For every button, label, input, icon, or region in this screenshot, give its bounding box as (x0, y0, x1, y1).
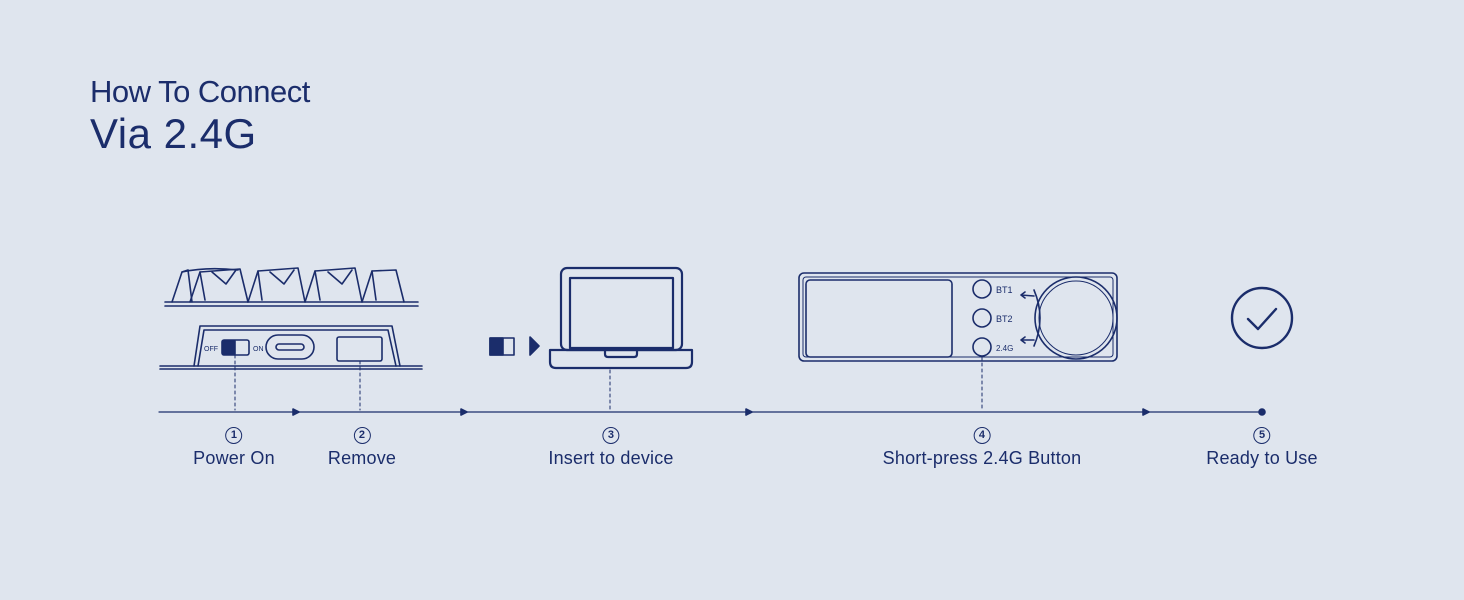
step-label: Ready to Use (1206, 448, 1318, 468)
bt2-button-label: BT2 (996, 314, 1013, 324)
step-ready-to-use: 5 Ready to Use (1206, 427, 1318, 469)
step-label: Remove (327, 448, 397, 468)
step-remove: 2 Remove (328, 427, 396, 469)
usb-dongle-icon (489, 336, 540, 356)
step-number: 2 (353, 427, 371, 444)
step-power-on: 1 Power On (193, 427, 275, 469)
step-short-press-24g: 4 Short-press 2.4G Button (883, 427, 1082, 469)
page-heading: How To Connect Via 2.4G (90, 74, 310, 158)
bt1-button-label: BT1 (996, 285, 1013, 295)
step-label: Power On (193, 448, 275, 468)
step-label: Insert to device (548, 448, 674, 468)
step-number: 5 (1253, 427, 1271, 444)
step-label: Short-press 2.4G Button (882, 448, 1082, 468)
checkmark-circle-icon (1230, 286, 1294, 350)
switch-off-label: OFF (204, 346, 218, 353)
heading-line-2: Via 2.4G (90, 110, 257, 157)
keyboard-back-panel (159, 325, 423, 370)
step-number: 4 (973, 427, 991, 444)
switch-on-label: ON (253, 346, 264, 353)
step-number: 1 (225, 427, 243, 444)
timeline (158, 408, 1266, 416)
heading-line-1: How To Connect (90, 74, 310, 109)
laptop-icon (548, 266, 694, 370)
keyboard-keycaps-icon (164, 267, 419, 307)
step-number: 3 (602, 427, 620, 444)
step-insert-to-device: 3 Insert to device (548, 427, 673, 469)
button-24g-label: 2.4G (996, 344, 1013, 353)
device-panel-icon (798, 272, 1118, 362)
dashed-connectors (234, 354, 983, 411)
